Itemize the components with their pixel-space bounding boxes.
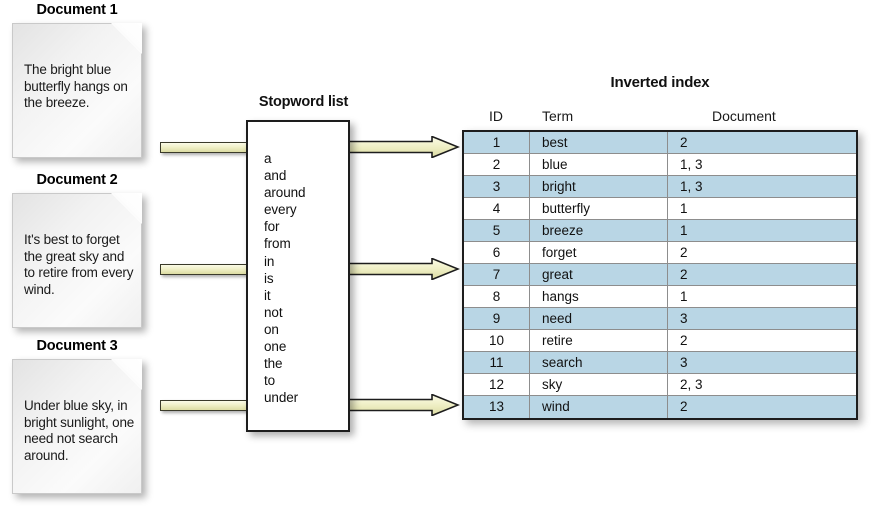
cell-id: 1 [464,132,530,153]
cell-document: 1 [680,201,688,216]
inverted-index-title: Inverted index [610,74,710,91]
cell-id: 10 [464,330,530,351]
cell-document: 2 [680,267,688,282]
document-1-text: The bright blue butterfly hangs on the b… [24,62,128,110]
document-3-group: Document 3 Under blue sky, in bright sun… [0,338,160,494]
cell-id: 8 [464,286,530,307]
cell-document: 1 [680,223,688,238]
arrow-document-2-to-stopword [160,264,250,275]
cell-document: 2 [680,399,688,414]
inverted-index-header: ID Term Document [462,108,858,130]
cell-document: 1 [680,289,688,304]
document-3-title: Document 3 [36,338,118,354]
document-1-title: Document 1 [36,2,118,18]
cell-id: 3 [464,176,530,197]
document-3-text: Under blue sky, in bright sunlight, one … [24,398,135,463]
arrow-document-1-to-stopword [160,142,250,153]
cell-id: 7 [464,264,530,285]
arrow-stopword-to-index-3 [346,394,460,416]
cell-id: 2 [464,154,530,175]
cell-id: 11 [464,352,530,373]
cell-document: 2, 3 [680,377,703,392]
arrow-document-3-to-stopword [160,400,250,411]
document-2-group: Document 2 It's best to forget the great… [0,172,160,328]
column-header-document: Document [712,108,776,124]
page-fold-icon [112,23,142,53]
cell-id: 12 [464,374,530,395]
document-2-icon[interactable]: It's best to forget the great sky and to… [12,193,142,328]
cell-term: bright [530,176,668,197]
stopword-list-title: Stopword list [258,94,349,110]
cell-term: blue [530,154,668,175]
cell-id: 9 [464,308,530,329]
cell-term: sky [530,374,668,395]
cell-term: need [530,308,668,329]
cell-document: 2 [680,245,688,260]
arrow-stopword-to-index-2 [346,258,460,280]
cell-document: 1, 3 [680,157,703,172]
document-1-icon[interactable]: The bright blue butterfly hangs on the b… [12,23,142,158]
document-2-title: Document 2 [36,172,118,188]
stopword-list-items: a and around every for from in is it not… [264,151,306,406]
page-fold-icon [112,359,142,389]
document-1-group: Document 1 The bright blue butterfly han… [0,2,160,158]
document-3-icon[interactable]: Under blue sky, in bright sunlight, one … [12,359,142,494]
cell-id: 4 [464,198,530,219]
cell-term: best [530,132,668,153]
cell-document: 1, 3 [680,179,703,194]
column-header-term: Term [542,108,574,124]
cell-id: 6 [464,242,530,263]
cell-document: 3 [680,355,688,370]
cell-document: 2 [680,333,688,348]
cell-document: 2 [680,135,688,150]
cell-term: retire [530,330,668,351]
column-header-id: ID [489,108,503,124]
cell-term: wind [530,396,668,418]
cell-term: hangs [530,286,668,307]
stopword-list-box[interactable]: a and around every for from in is it not… [246,120,350,432]
arrow-stopword-to-index-1 [346,136,460,158]
cell-term: search [530,352,668,373]
cell-term: great [530,264,668,285]
cell-document: 3 [680,311,688,326]
cell-term: breeze [530,220,668,241]
cell-term: forget [530,242,668,263]
cell-id: 5 [464,220,530,241]
cell-term: butterfly [530,198,668,219]
cell-id: 13 [464,396,530,418]
document-2-text: It's best to forget the great sky and to… [24,232,134,297]
page-fold-icon [112,193,142,223]
